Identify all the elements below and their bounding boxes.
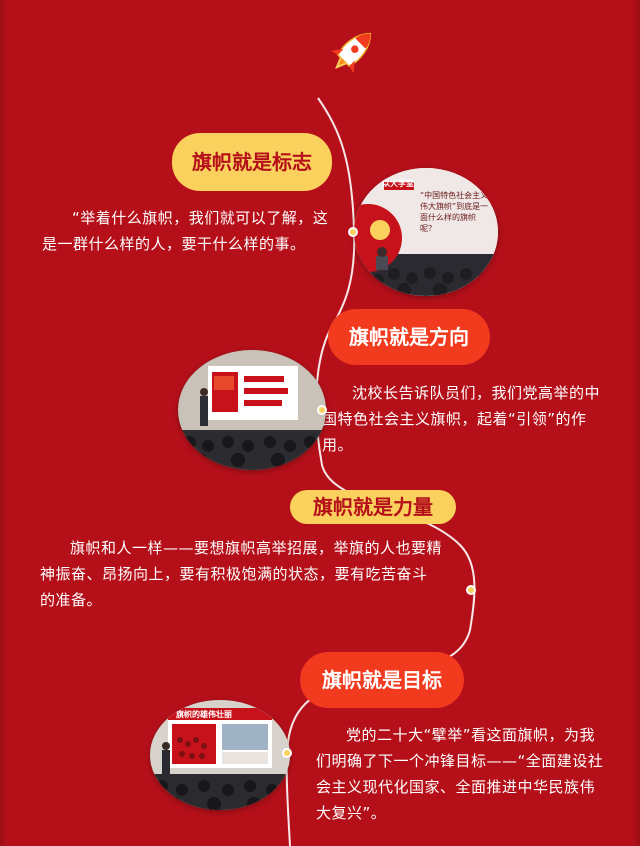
section-2-photo xyxy=(178,350,326,470)
section-4-text: 党的二十大“擘举”看这面旗帜，为我们明确了下一个冲锋目标——“全面建设社会主义现… xyxy=(316,726,604,822)
photo-1-banner: 以大学堂 xyxy=(382,179,414,188)
section-1-text: “举着什么旗帜，我们就可以了解，这是一群什么样的人，要干什么样的事。 xyxy=(42,209,329,253)
timeline-dot-2 xyxy=(317,405,327,415)
timeline-dot-3 xyxy=(466,585,476,595)
photo-4-banner: 旗帜的雄伟壮丽 xyxy=(176,710,232,719)
section-3-heading: 旗帜就是力量 xyxy=(290,490,456,524)
timeline-dot-4 xyxy=(282,748,292,758)
rocket-icon xyxy=(330,32,372,74)
left-edge-shade xyxy=(0,0,8,846)
timeline-dot-1 xyxy=(348,227,358,237)
photo-1-screen-text: “中国特色社会主义伟大旗帜”到底是一面什么样的旗帜呢？ xyxy=(420,191,489,233)
section-2-text: 沈校长告诉队员们，我们党高举的中国特色社会主义旗帜，起着“引领”的作用。 xyxy=(322,384,601,454)
section-1-heading: 旗帜就是标志 xyxy=(172,133,332,191)
section-3-text: 旗帜和人一样——要想旗帜高举招展，举旗的人也要精神振奋、昂扬向上，要有积极饱满的… xyxy=(40,539,443,609)
section-4-heading: 旗帜就是目标 xyxy=(300,652,464,708)
section-1-photo: 以大学堂 “中国特色社会主义伟大旗帜”到底是一面什么样的旗帜呢？ xyxy=(354,168,498,296)
section-4-photo: 旗帜的雄伟壮丽 xyxy=(150,700,290,810)
section-2-heading: 旗帜就是方向 xyxy=(328,309,490,365)
